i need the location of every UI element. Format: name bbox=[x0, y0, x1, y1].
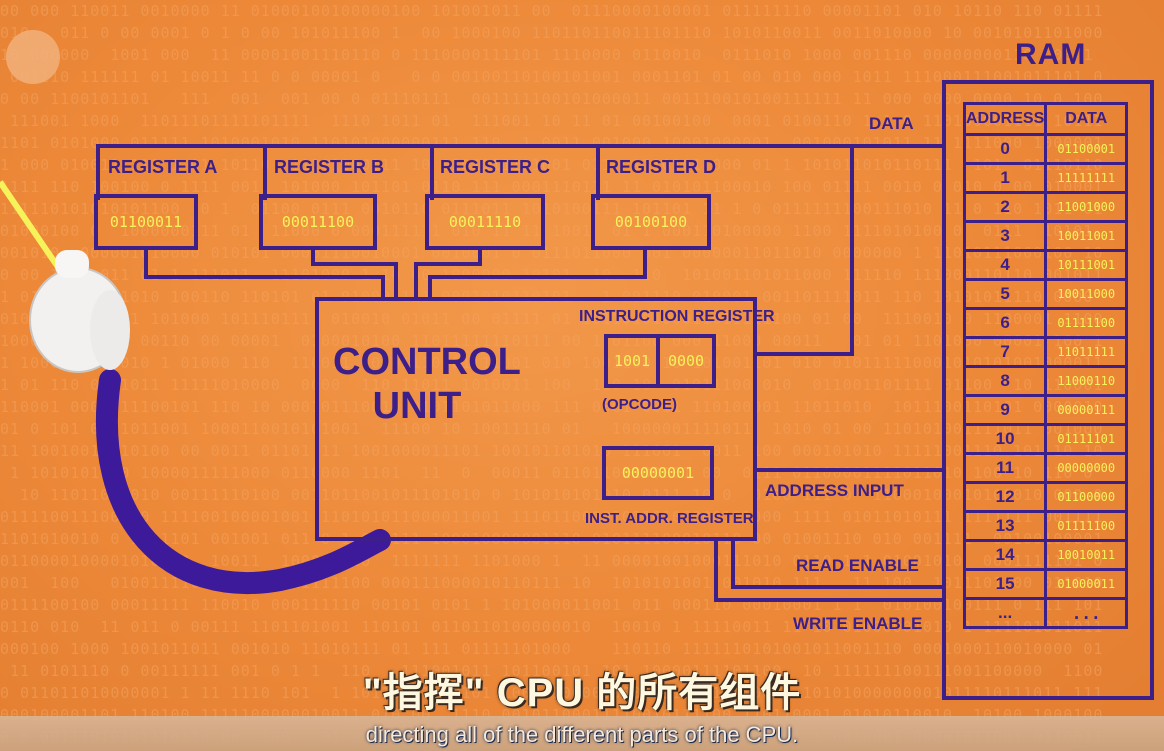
data-bus-label: DATA bbox=[869, 114, 914, 133]
ram-row-address: 6 bbox=[962, 307, 1048, 339]
ram-row-address: 5 bbox=[962, 278, 1048, 310]
inst-addr-label: INST. ADDR. REGISTER bbox=[585, 510, 754, 527]
register-d-label: REGISTER D bbox=[606, 157, 717, 177]
register-d-value: 00100100 bbox=[614, 213, 688, 231]
register-d-box bbox=[591, 194, 711, 250]
ram-row-address: 0 bbox=[962, 133, 1048, 165]
ram-row-address: 3 bbox=[962, 220, 1048, 252]
subtitle-english: directing all of the different parts of … bbox=[365, 722, 799, 747]
register-b-box bbox=[259, 194, 377, 250]
register-a-value: 01100011 bbox=[109, 213, 183, 231]
ram-row-address: 1 bbox=[962, 162, 1048, 194]
control-unit-title: CONTROL UNIT bbox=[333, 340, 521, 428]
ram-row-data: 01111101 bbox=[1044, 423, 1129, 455]
register-b-value: 00011100 bbox=[281, 213, 355, 231]
control-unit-title-line1: CONTROL bbox=[333, 341, 521, 383]
register-c-label: REGISTER C bbox=[440, 157, 551, 177]
control-unit-box bbox=[315, 297, 757, 541]
operand-value: 0000 bbox=[667, 352, 705, 370]
ram-row-data: 00000000 bbox=[1044, 452, 1129, 484]
glove-hand-icon bbox=[29, 250, 130, 373]
ram-header-row: ADDRESS DATA bbox=[962, 102, 1129, 136]
ram-row-address: 7 bbox=[962, 336, 1048, 368]
register-c-value: 00011110 bbox=[448, 213, 522, 231]
register-a-box bbox=[94, 194, 198, 250]
ram-row-data: 01111100 bbox=[1044, 510, 1129, 542]
ram-data-header: DATA bbox=[1044, 102, 1129, 136]
ram-box bbox=[942, 80, 1154, 700]
instruction-register-label: INSTRUCTION REGISTER bbox=[579, 308, 775, 325]
inst-addr-box bbox=[602, 446, 714, 500]
ram-row-data: 10011001 bbox=[1044, 220, 1129, 252]
subtitle-chinese: "指挥" CPU 的所有组件 bbox=[362, 671, 802, 715]
register-c-box bbox=[425, 194, 545, 250]
ram-row-address: 11 bbox=[962, 452, 1048, 484]
operand-box bbox=[656, 334, 716, 388]
ram-row-data: 01100001 bbox=[1044, 133, 1129, 165]
ram-row-data: 11111111 bbox=[1044, 162, 1129, 194]
ram-row-data: 10111001 bbox=[1044, 249, 1129, 281]
inst-addr-value: 00000001 bbox=[621, 464, 695, 482]
address-input-label: ADDRESS INPUT bbox=[765, 481, 904, 500]
ram-row-address: 10 bbox=[962, 423, 1048, 455]
register-b-label: REGISTER B bbox=[274, 157, 385, 177]
ram-address-header: ADDRESS bbox=[962, 102, 1048, 136]
video-bottom-strip bbox=[0, 716, 1164, 751]
control-unit-title-line2: UNIT bbox=[372, 385, 462, 427]
ram-row-data: 11011111 bbox=[1044, 336, 1129, 368]
ram-row-address: 13 bbox=[962, 510, 1048, 542]
opcode-value: 1001 bbox=[613, 352, 651, 370]
opcode-label: (OPCODE) bbox=[602, 396, 677, 413]
ram-row-address: ... bbox=[962, 597, 1048, 629]
ram-row-address: 2 bbox=[962, 191, 1048, 223]
ram-row-data: 10010011 bbox=[1044, 539, 1129, 571]
ram-row-address: 12 bbox=[962, 481, 1048, 513]
register-a-label: REGISTER A bbox=[108, 157, 218, 177]
pbs-logo-icon bbox=[6, 30, 60, 84]
ram-row: ...... bbox=[962, 597, 1129, 629]
ram-row-data: 01111100 bbox=[1044, 307, 1129, 339]
ram-row-address: 8 bbox=[962, 365, 1048, 397]
ram-row-data: 00000111 bbox=[1044, 394, 1129, 426]
ram-row-data: 10011000 bbox=[1044, 278, 1129, 310]
ram-row-address: 9 bbox=[962, 394, 1048, 426]
ram-row-data: ... bbox=[1044, 597, 1129, 629]
ram-row-address: 15 bbox=[962, 568, 1048, 600]
ram-title: RAM bbox=[1015, 38, 1087, 71]
read-enable-label: READ ENABLE bbox=[796, 556, 919, 575]
ram-row-address: 4 bbox=[962, 249, 1048, 281]
ram-row-data: 01000011 bbox=[1044, 568, 1129, 600]
ram-row-address: 14 bbox=[962, 539, 1048, 571]
ram-row-data: 01100000 bbox=[1044, 481, 1129, 513]
ram-row-data: 11000110 bbox=[1044, 365, 1129, 397]
write-enable-label: WRITE ENABLE bbox=[793, 614, 923, 633]
ram-row-data: 11001000 bbox=[1044, 191, 1129, 223]
